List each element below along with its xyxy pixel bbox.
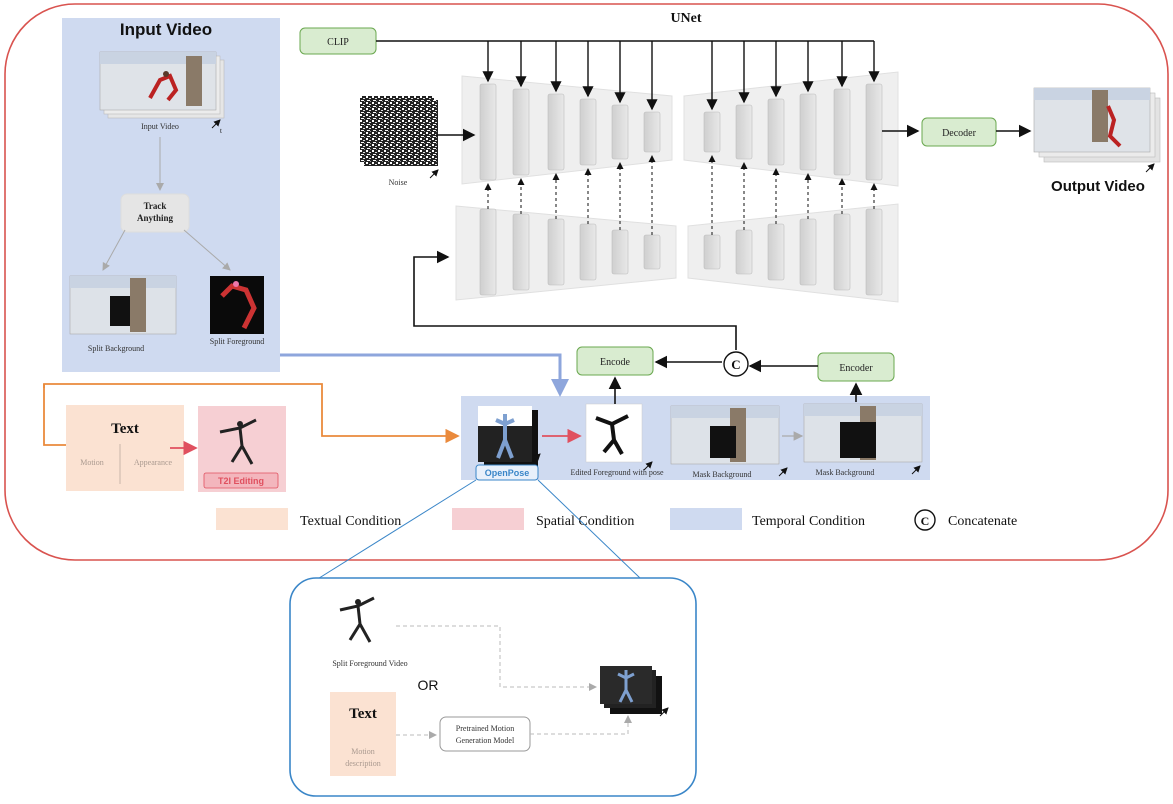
input-video-caption: Input Video [141, 122, 179, 131]
split-foreground-video-caption: Split Foreground Video [332, 659, 407, 668]
unet-top-block [799, 93, 817, 171]
unet-bottom-block [735, 229, 753, 275]
legend-concat-icon [914, 509, 936, 531]
unet-bottom-block [611, 229, 629, 275]
encoder-box [817, 352, 895, 382]
unet-bottom-encoder [455, 205, 677, 301]
edited-foreground-thumbnail [585, 403, 643, 463]
unet-top-block [512, 88, 530, 176]
svg-text:Appearance: Appearance [134, 458, 173, 467]
outer-frame [4, 3, 1169, 561]
mask-background-2-thumbnail [803, 403, 923, 463]
svg-text:Motion: Motion [80, 458, 104, 467]
svg-text:C: C [731, 357, 740, 372]
unet-top-block [833, 88, 851, 176]
legend-concatenate-label: Concatenate [948, 514, 1017, 529]
edited-foreground-caption: Edited Foreground with pose [570, 468, 664, 477]
detail-text-box [330, 692, 396, 776]
or-label: OR [418, 677, 439, 693]
svg-text:description: description [345, 759, 381, 768]
unet-bottom-block [767, 223, 785, 281]
concatenate-symbol [723, 351, 749, 377]
track-anything-box [120, 193, 190, 233]
dancer-figure [219, 418, 257, 465]
svg-text:C: C [921, 514, 930, 528]
unet-bottom-block [547, 218, 565, 286]
openpose-thumbnail [478, 406, 538, 466]
unet-top-block [579, 98, 597, 166]
legend-spatial-label: Spatial Condition [536, 514, 634, 529]
unet-top-block [767, 98, 785, 166]
output-video-thumbnail [1033, 87, 1161, 163]
svg-text:Generation Model: Generation Model [456, 736, 515, 745]
input-video-thumbnail [99, 51, 225, 119]
unet-bottom-block [865, 208, 883, 296]
svg-text:Decoder: Decoder [942, 128, 977, 139]
split-background-caption: Split Background [88, 344, 144, 353]
unet-top-block [703, 111, 721, 153]
unet-bottom-block [579, 223, 597, 281]
svg-text:Encoder: Encoder [839, 363, 873, 374]
unet-title: UNet [670, 11, 701, 26]
text-condition-box [66, 405, 184, 491]
mask-background-1-caption: Mask Background [693, 470, 752, 479]
openpose-label [475, 464, 539, 481]
svg-text:CLIP: CLIP [327, 37, 349, 48]
detail-text-title: Text [349, 706, 377, 722]
unet-bottom-block [479, 208, 497, 296]
detail-pose-output-thumbnail [600, 666, 662, 714]
unet-top-block [479, 83, 497, 181]
svg-text:Anything: Anything [137, 213, 174, 223]
legend-temporal-swatch [670, 508, 742, 530]
unet-top-block [547, 93, 565, 171]
svg-text:Pretrained Motion: Pretrained Motion [456, 724, 514, 733]
legend-textual-swatch [216, 508, 288, 530]
unet-bottom-block [643, 234, 661, 270]
legend-temporal-label: Temporal Condition [752, 514, 865, 529]
pretrained-model-box [439, 716, 531, 752]
unet-bottom-block [512, 213, 530, 291]
mask-background-2-caption: Mask Background [816, 468, 875, 477]
input-video-title: Input Video [120, 20, 212, 39]
split-background-thumbnail [69, 275, 177, 335]
noise-caption: Noise [389, 178, 408, 187]
unet-top-block [865, 83, 883, 181]
unet-top-block [735, 104, 753, 160]
svg-text:t: t [220, 127, 222, 135]
svg-text:Encode: Encode [600, 357, 631, 368]
t2i-editing-label [203, 472, 279, 489]
svg-text:OpenPose: OpenPose [485, 468, 530, 478]
unet-top-block [611, 104, 629, 160]
noise-thumbnail [360, 96, 438, 166]
split-foreground-caption: Split Foreground [210, 337, 264, 346]
legend-textual-label: Textual Condition [300, 514, 401, 529]
unet-bottom-block [703, 234, 721, 270]
svg-text:T2I Editing: T2I Editing [218, 476, 264, 486]
encode-box [576, 346, 654, 376]
text-condition-title: Text [111, 421, 139, 437]
svg-text:Motion: Motion [351, 747, 375, 756]
mask-background-1-thumbnail [670, 405, 780, 465]
output-video-title: Output Video [1051, 178, 1145, 195]
decoder-box [921, 117, 997, 147]
split-foreground-thumbnail [210, 276, 264, 334]
unet-bottom-block [833, 213, 851, 291]
unet-top-block [643, 111, 661, 153]
legend-spatial-swatch [452, 508, 524, 530]
split-foreground-video-figure [339, 596, 375, 643]
svg-text:Track: Track [144, 201, 167, 211]
unet-bottom-block [799, 218, 817, 286]
